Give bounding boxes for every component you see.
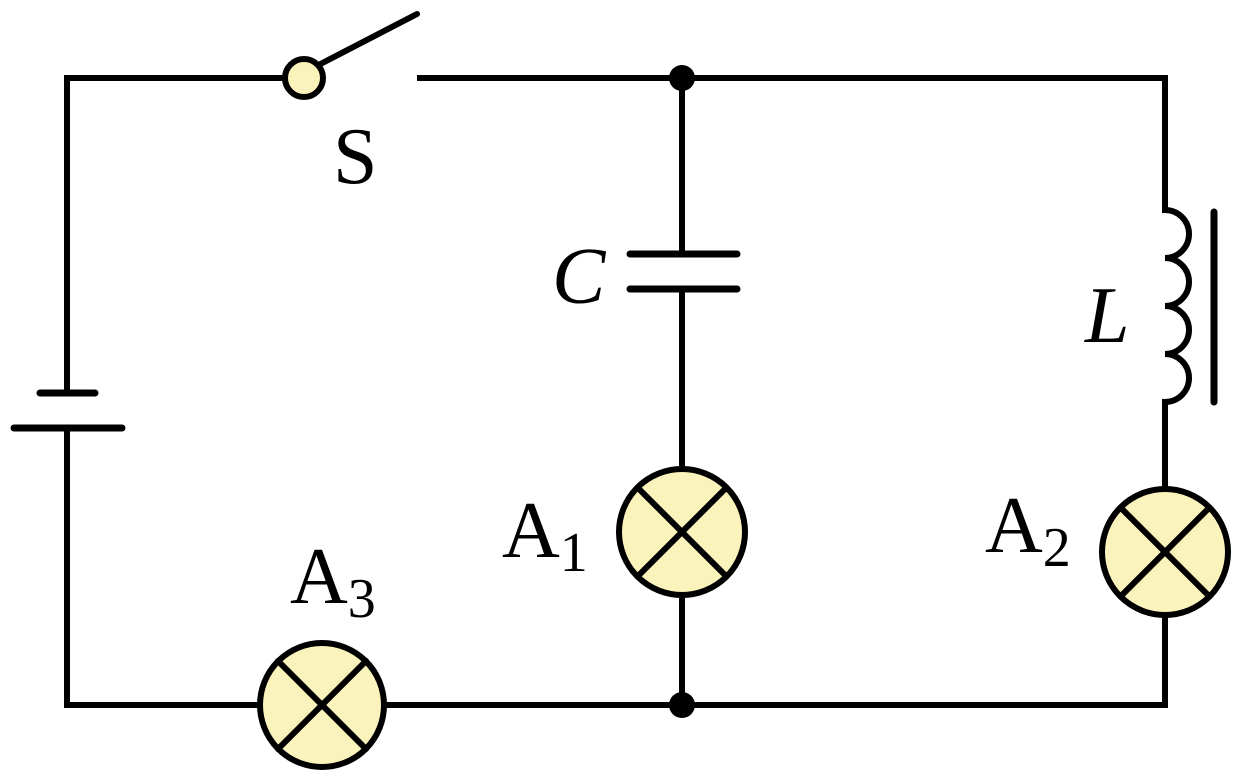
lamp-a3-icon bbox=[257, 640, 387, 770]
capacitor-icon bbox=[626, 250, 741, 293]
lamp-a2-label: A2 bbox=[985, 482, 1071, 579]
lamp-a2-cross-2 bbox=[1117, 504, 1213, 600]
switch-label: S bbox=[333, 113, 378, 201]
lamp-a2-subscript: 2 bbox=[1043, 517, 1071, 579]
capacitor-label: C bbox=[552, 233, 607, 321]
switch-blade bbox=[302, 11, 420, 75]
lamp-a2-icon bbox=[1099, 486, 1231, 618]
lamp-a1-cross-2 bbox=[634, 484, 730, 580]
open-switch-icon bbox=[282, 11, 420, 100]
lamp-a1-letter: A bbox=[502, 487, 560, 575]
lamp-a1-icon bbox=[616, 466, 748, 598]
inductor-with-iron-core-icon bbox=[1164, 207, 1218, 406]
wire-top-left bbox=[64, 75, 291, 396]
lamp-a3-subscript: 3 bbox=[348, 568, 376, 630]
wire-bottom-right bbox=[383, 612, 1168, 708]
switch-pivot bbox=[282, 56, 326, 100]
lamp-a2-letter: A bbox=[985, 482, 1043, 570]
lamp-a1-label: A1 bbox=[502, 487, 588, 584]
junction-dot-bottom bbox=[669, 692, 695, 718]
wire-top-right bbox=[417, 75, 1168, 213]
junction-dot-top bbox=[669, 65, 695, 91]
lamp-a3-letter: A bbox=[290, 533, 348, 621]
battery-icon bbox=[10, 389, 126, 432]
wire-left-bottom bbox=[64, 425, 261, 708]
lamp-a1-subscript: 1 bbox=[560, 522, 588, 584]
lamp-a3-label: A3 bbox=[290, 533, 376, 630]
inductor-label: L bbox=[1084, 272, 1130, 360]
circuit-wires bbox=[64, 75, 1168, 708]
inductor-coil bbox=[1164, 207, 1192, 405]
lamp-a3-cross-2 bbox=[275, 658, 369, 752]
